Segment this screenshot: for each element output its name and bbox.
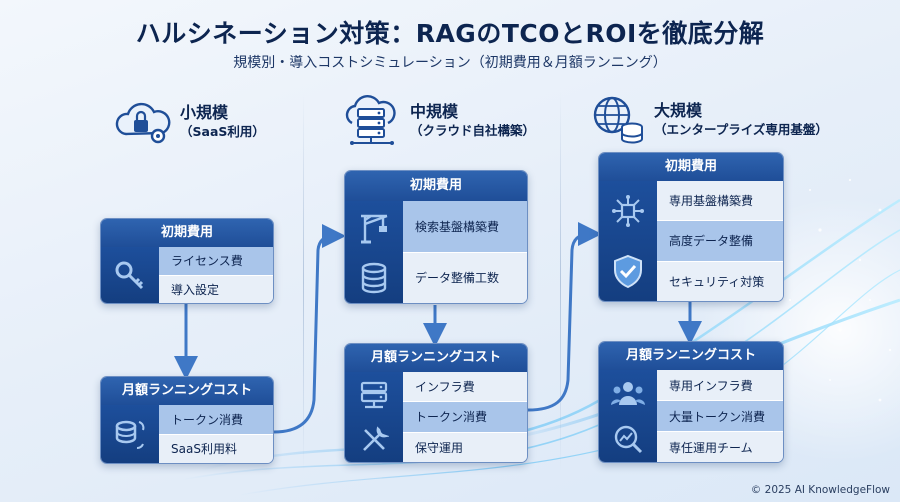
card-title: 月額ランニングコスト: [101, 377, 273, 405]
wrench-screwdriver-icon: [363, 425, 389, 451]
large-initial-cost-card: 初期費用 専用基盤構築費 高度データ整備 セキュリティ対策: [598, 152, 784, 302]
mid-initial-cost-card: 初期費用 検索基盤構築費 データ整備工数: [344, 170, 528, 304]
cost-item: 高度データ整備: [657, 221, 783, 262]
coins-exchange-icon: [115, 420, 145, 449]
page-subtitle: 規模別・導入コストシミュレーション（初期費用＆月額ランニング）: [233, 55, 667, 71]
card-title: 月額ランニングコスト: [599, 342, 783, 370]
tier-mid-name: 中規模: [410, 102, 459, 121]
tier-large-header: 大規模 （エンタープライズ専用基盤）: [588, 93, 828, 147]
database-icon: [361, 262, 387, 293]
card-title: 初期費用: [345, 171, 527, 201]
cost-item: ライセンス費: [159, 247, 273, 276]
small-monthly-cost-card: 月額ランニングコスト トークン消費 SaaS利用料: [100, 376, 274, 464]
tier-small-subtitle: （SaaS利用）: [180, 124, 265, 139]
cost-item: 大量トークン消費: [657, 401, 783, 432]
cost-item: 保守運用: [403, 432, 527, 462]
cost-item: 専用インフラ費: [657, 370, 783, 401]
cost-item: セキュリティ対策: [657, 261, 783, 301]
cost-item: 導入設定: [159, 275, 273, 303]
card-title: 初期費用: [599, 153, 783, 181]
globe-database-icon: [593, 96, 643, 144]
key-icon: [115, 261, 144, 290]
cost-item: インフラ費: [403, 372, 527, 403]
cost-item: 専任運用チーム: [657, 432, 783, 462]
card-title: 月額ランニングコスト: [345, 344, 527, 372]
cost-item: トークン消費: [403, 402, 527, 433]
server-icon: [360, 381, 388, 408]
tier-large-name: 大規模: [654, 101, 703, 120]
column-divider: [560, 92, 561, 472]
cost-item: データ整備工数: [403, 252, 527, 303]
page-title: ハルシネーション対策：RAGのTCOとROIを徹底分解: [135, 19, 765, 48]
column-divider: [303, 92, 304, 472]
team-icon: [611, 381, 645, 405]
tier-small-header: 小規模 （SaaS利用）: [112, 98, 265, 146]
cost-item: SaaS利用料: [159, 434, 273, 463]
shield-check-icon: [614, 254, 642, 288]
tier-mid-header: 中規模 （クラウド自社構築）: [340, 95, 535, 147]
copyright-text: © 2025 AI KnowledgeFlow: [750, 484, 890, 496]
cost-item: 専用基盤構築費: [657, 181, 783, 222]
large-monthly-cost-card: 月額ランニングコスト 専用インフラ費 大量トークン消費 専任運用チーム: [598, 341, 784, 463]
small-initial-cost-card: 初期費用 ライセンス費 導入設定: [100, 218, 274, 304]
tier-small-name: 小規模: [180, 103, 229, 122]
crane-icon: [361, 214, 388, 243]
cloud-lock-gear-icon: [115, 102, 171, 144]
mid-monthly-cost-card: 月額ランニングコスト インフラ費 トークン消費 保守運用: [344, 343, 528, 463]
card-title: 初期費用: [101, 219, 273, 247]
tier-large-subtitle: （エンタープライズ専用基盤）: [654, 122, 828, 137]
chart-magnifier-icon: [614, 425, 643, 453]
chip-network-icon: [612, 194, 644, 227]
cost-item: トークン消費: [159, 405, 273, 435]
cost-item: 検索基盤構築費: [403, 201, 527, 253]
cloud-server-icon: [345, 95, 396, 145]
tier-mid-subtitle: （クラウド自社構築）: [410, 123, 536, 138]
